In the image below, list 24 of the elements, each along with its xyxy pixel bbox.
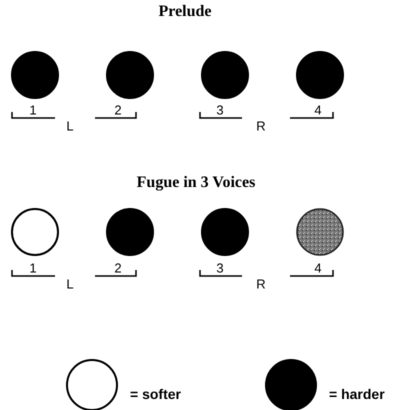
filled-circle [296, 51, 344, 99]
filled-circle [11, 51, 59, 99]
filled-circle [201, 208, 249, 256]
voice-number: 2 [114, 262, 122, 274]
section-heading: Fugue in 3 Voices [136, 175, 256, 191]
voice-number: 2 [114, 104, 122, 116]
filled-circle [106, 51, 154, 99]
hand-label: L [66, 278, 74, 290]
voice-number: 3 [216, 262, 224, 274]
filled-circle [106, 208, 154, 256]
voice-number: 1 [29, 262, 37, 274]
open-circle [11, 208, 59, 256]
legend-label: = softer [130, 387, 181, 401]
voice-number: 1 [29, 104, 37, 116]
voice-number: 4 [314, 262, 322, 274]
legend-label: = harder [329, 387, 385, 401]
hand-label: R [256, 120, 266, 132]
stippled-circle [296, 208, 344, 256]
section-heading: Prelude [158, 4, 212, 20]
filled-circle [201, 51, 249, 99]
voice-number: 3 [216, 104, 224, 116]
hand-label: R [256, 278, 266, 290]
hand-label: L [66, 120, 74, 132]
voice-number: 4 [314, 104, 322, 116]
